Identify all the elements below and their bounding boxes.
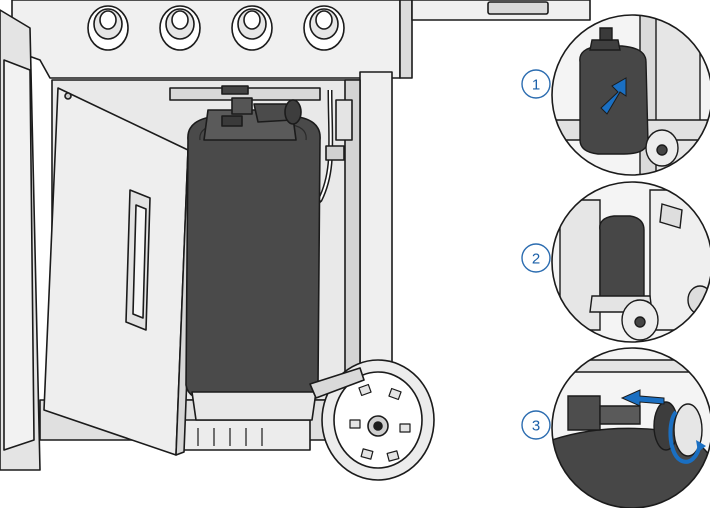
caster-wheel bbox=[309, 359, 435, 481]
detail-circle-3 bbox=[551, 347, 710, 508]
step-badge-2: 2 bbox=[521, 243, 551, 273]
cabinet-door bbox=[43, 87, 189, 456]
control-knobs bbox=[87, 5, 345, 51]
up-curved-arrow bbox=[600, 77, 627, 115]
detail1-frame bbox=[551, 14, 710, 176]
tank-valve bbox=[231, 97, 253, 115]
detail2-tank bbox=[599, 215, 645, 301]
knob bbox=[87, 5, 129, 51]
left-arrow bbox=[620, 389, 665, 407]
tank-foot-ring bbox=[191, 391, 317, 421]
frame-post-right bbox=[359, 71, 393, 401]
tank-body bbox=[185, 115, 321, 403]
knob bbox=[231, 5, 273, 51]
knob bbox=[303, 5, 345, 51]
step-number: 3 bbox=[532, 418, 540, 435]
detail-circle-2 bbox=[551, 181, 710, 343]
rotation-arrow bbox=[668, 410, 702, 464]
step-number: 1 bbox=[532, 77, 540, 94]
main-illustration bbox=[0, 0, 591, 481]
step-badge-3: 3 bbox=[521, 410, 551, 440]
knob bbox=[159, 5, 201, 51]
step-number: 2 bbox=[532, 251, 540, 268]
step-badge-1: 1 bbox=[521, 69, 551, 99]
gas-tank bbox=[185, 85, 321, 421]
detail3-valve bbox=[567, 395, 601, 431]
detail2-frame bbox=[551, 181, 710, 343]
detail3-frame bbox=[551, 347, 710, 508]
detail-circle-1 bbox=[551, 14, 710, 176]
